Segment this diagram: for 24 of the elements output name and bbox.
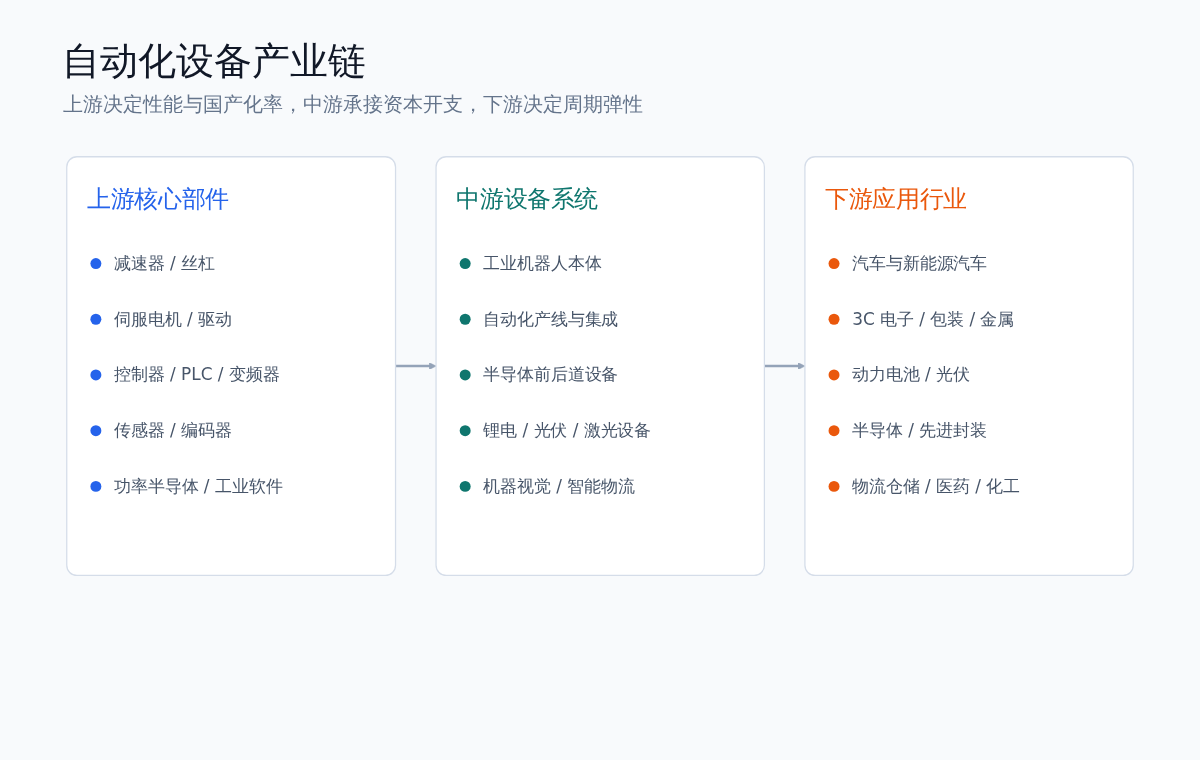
list-item-text: 半导体 / 先进封装	[852, 419, 987, 443]
node-box	[804, 156, 1134, 577]
list-item-text: 半导体前后道设备	[483, 363, 619, 387]
list-item-text: 控制器 / PLC / 变频器	[114, 363, 280, 387]
list-item-text: 工业机器人本体	[483, 252, 602, 275]
diagram-title: 自动化设备产业链	[62, 38, 366, 84]
list-item-text: 汽车与新能源汽车	[852, 252, 988, 275]
list-item-text: 功率半导体 / 工业软件	[114, 474, 283, 498]
list-item-text: 自动化产线与集成	[483, 307, 619, 331]
card-heading: 上游核心部件	[87, 183, 229, 215]
list-item-text: 3C 电子 / 包装 / 金属	[852, 307, 1015, 331]
list-item-text: 锂电 / 光伏 / 激光设备	[483, 419, 652, 443]
card-heading: 下游应用行业	[825, 183, 967, 215]
list-item-text: 传感器 / 编码器	[114, 419, 232, 443]
list-item-text: 减速器 / 丝杠	[114, 252, 215, 275]
arrow	[395, 362, 437, 370]
node-box	[435, 156, 766, 577]
card-heading: 中游设备系统	[456, 183, 599, 215]
node-box	[66, 156, 397, 577]
subtitle-text: 上游决定性能与国产化率，中游承接资本开支，下游决定周期弹性	[63, 91, 643, 118]
list-item-text: 物流仓储 / 医药 / 化工	[852, 474, 1021, 498]
list-item-text: 伺服电机 / 驱动	[114, 307, 232, 331]
list-item-text: 动力电池 / 光伏	[852, 363, 970, 387]
list-item-text: 机器视觉 / 智能物流	[483, 474, 635, 498]
